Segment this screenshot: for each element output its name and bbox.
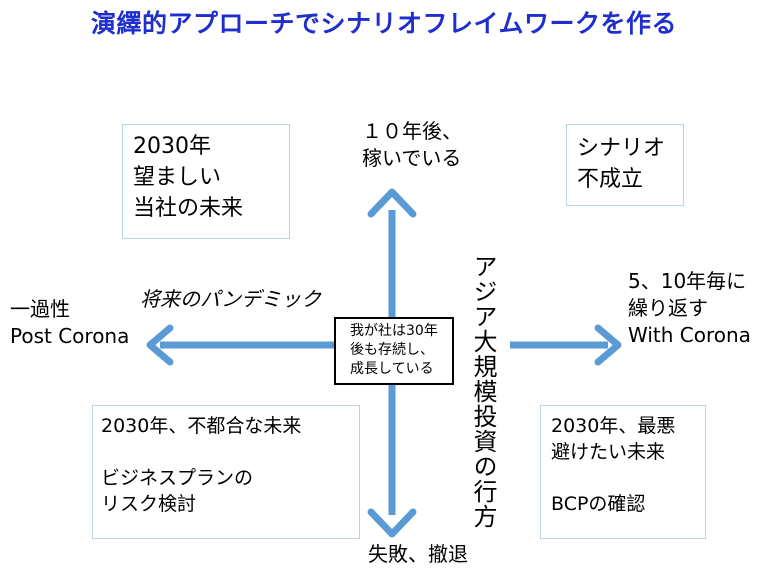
top-axis-line: １０年後、 [362, 119, 462, 143]
center-line: 成長している [350, 361, 434, 377]
down-arrowhead [367, 508, 417, 538]
bottom-axis-label: 失敗、撤退 [368, 542, 468, 566]
quadrant-top-right: シナリオ 不成立 [566, 124, 684, 206]
slide-title: 演繹的アプローチでシナリオフレイムワークを作る [90, 9, 677, 38]
quadrant-line: 2030年、最悪 [551, 415, 676, 437]
right-axis-label: 5、10年毎に 繰り返す With Corona [628, 268, 751, 349]
vertical-axis-title: アジア大規模投資の行方 [469, 254, 497, 529]
center-line: 我が社は30年 [350, 323, 438, 339]
left-axis-line: 一過性 [10, 297, 70, 321]
center-line: 後も存続し、 [350, 342, 434, 358]
right-axis-line: With Corona [628, 323, 751, 347]
quadrant-line: 当社の未来 [133, 196, 244, 221]
left-arrowhead [146, 324, 174, 366]
quadrant-line [101, 439, 301, 465]
right-arrowhead [594, 324, 622, 366]
quadrant-line: 2030年、不都合な未来 [101, 415, 302, 437]
quadrant-line: BCPの確認 [551, 493, 646, 515]
horizontal-axis-title: 将来のパンデミック [140, 287, 321, 311]
quadrant-line: リスク検討 [101, 493, 197, 515]
quadrant-line: 不成立 [577, 167, 644, 192]
top-axis-line: 稼いでいる [362, 146, 462, 170]
left-axis-line: Post Corona [10, 324, 130, 348]
quadrant-line: シナリオ [577, 136, 666, 161]
left-axis-label: 一過性 Post Corona [10, 296, 129, 350]
center-statement-box: 我が社は30年 後も存続し、 成長している [334, 317, 454, 385]
right-axis-line: 繰り返す [628, 296, 708, 320]
quadrant-bottom-left: 2030年、不都合な未来 ビジネスプランの リスク検討 [92, 405, 360, 539]
quadrant-line: ビジネスプランの [101, 467, 254, 489]
quadrant-top-left: 2030年 望ましい 当社の未来 [122, 124, 290, 239]
quadrant-line: 避けたい未来 [551, 441, 666, 463]
top-axis-label: １０年後、 稼いでいる [362, 118, 462, 172]
up-arrowhead [367, 188, 417, 218]
quadrant-line: 2030年 [133, 134, 211, 159]
quadrant-bottom-right: 2030年、最悪 避けたい未来 BCPの確認 [540, 405, 706, 539]
quadrant-line [551, 465, 675, 491]
quadrant-line: 望ましい [133, 165, 222, 190]
right-axis-line: 5、10年毎に [628, 269, 747, 293]
